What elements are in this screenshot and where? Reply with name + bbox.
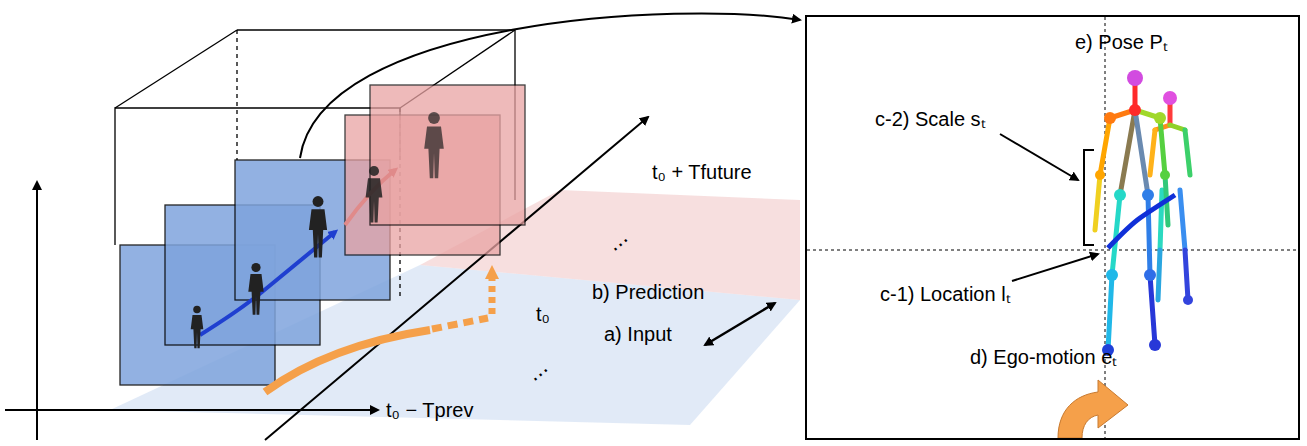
zoom-arrow bbox=[300, 13, 800, 158]
callout-label: c-2) Scale sₜ bbox=[875, 107, 986, 131]
axis-label: t₀ bbox=[536, 302, 550, 326]
scale-bracket bbox=[1084, 150, 1094, 245]
location-trajectory bbox=[1108, 195, 1175, 248]
crosshair bbox=[807, 17, 1298, 438]
double-arrow bbox=[705, 303, 775, 345]
axis-label: t₀ + Tfuture bbox=[652, 160, 752, 184]
future-frames bbox=[345, 85, 525, 255]
leader-lines bbox=[1000, 134, 1098, 281]
ego-motion-arrow bbox=[1058, 380, 1128, 438]
pose-joints bbox=[1095, 70, 1193, 356]
axis-label: t₀ − Tprev bbox=[386, 398, 473, 422]
panel-box: e) Pose Pₜ c-2) Scale sₜ c-1) Location lₜ d… bbox=[805, 15, 1300, 440]
axis-label: a) Input bbox=[604, 322, 672, 346]
axes bbox=[5, 117, 648, 440]
pedestrians bbox=[191, 112, 444, 348]
callout-label: c-1) Location lₜ bbox=[880, 282, 1011, 306]
axis-label: b) Prediction bbox=[592, 280, 704, 304]
callout-label: d) Ego-motion eₜ bbox=[970, 345, 1117, 369]
callout-label: e) Pose Pₜ bbox=[1075, 30, 1168, 54]
pose-skeleton bbox=[1095, 80, 1190, 350]
trajectories bbox=[200, 170, 492, 392]
